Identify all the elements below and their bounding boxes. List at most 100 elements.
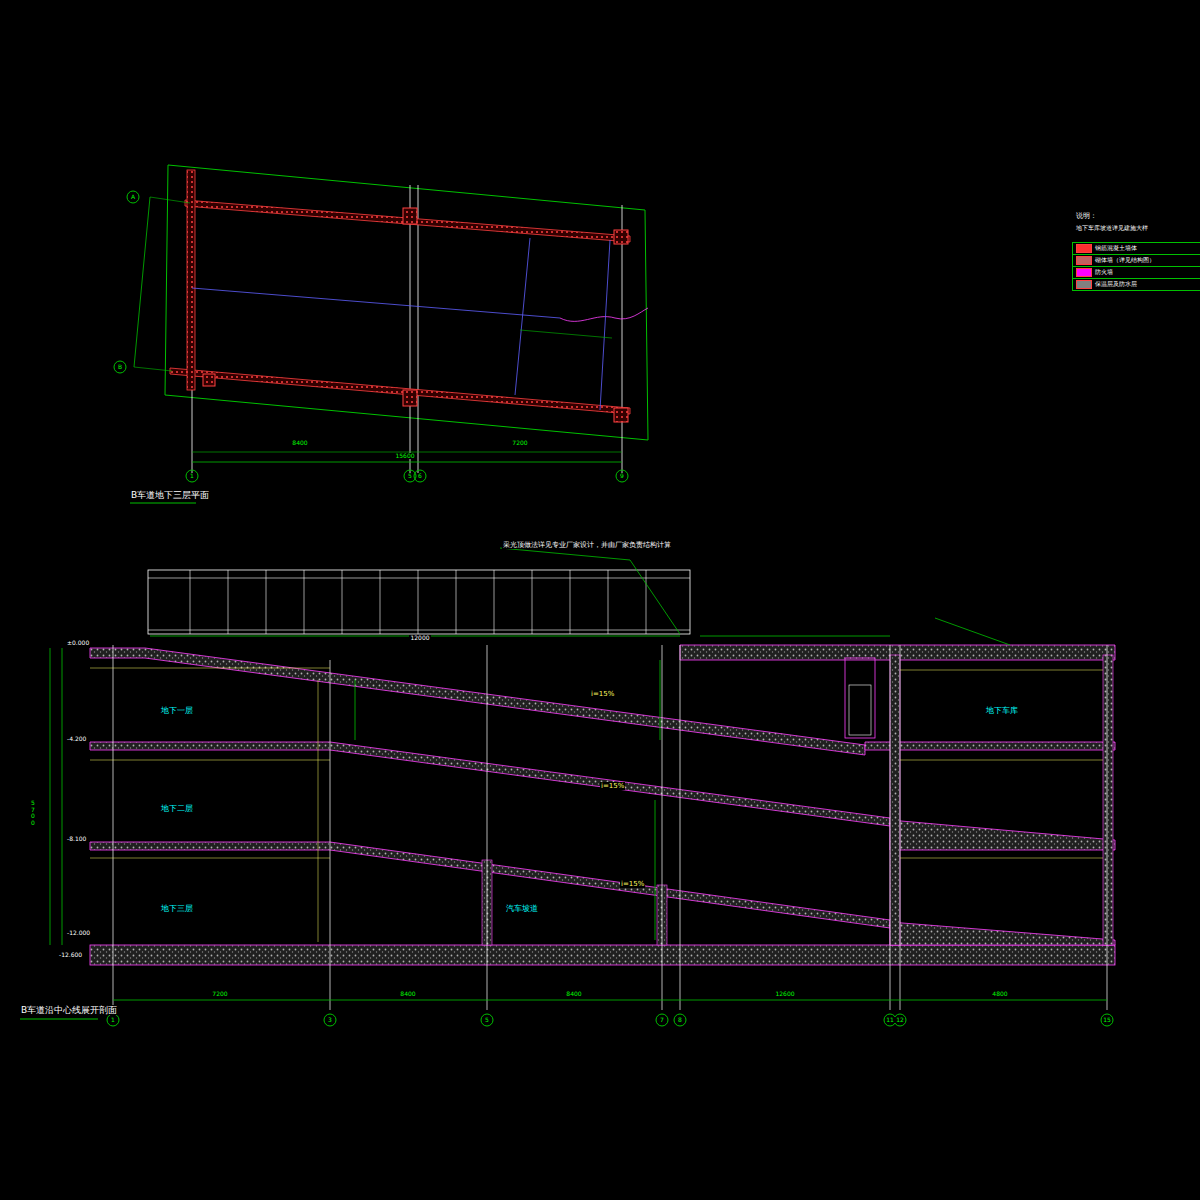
view-title: B车道沿中心线展开剖面: [20, 1005, 118, 1015]
line-shape: [134, 367, 172, 371]
line-shape: [266, 570, 267, 634]
circle-shape: [656, 1014, 668, 1026]
view-title: B车道地下三层平面: [130, 490, 210, 500]
legend-swatch: [1076, 280, 1092, 289]
line-shape: [532, 570, 533, 634]
line-shape: [700, 636, 890, 637]
line-shape: [90, 858, 330, 859]
line-shape: [90, 760, 330, 761]
rect-shape: [1103, 655, 1113, 945]
line-shape: [190, 570, 191, 634]
line-shape: [900, 760, 1103, 761]
room-name: 地下三层: [160, 904, 194, 913]
polygon-shape: [890, 820, 1115, 850]
g-shape: [190, 570, 646, 634]
elevation: -8.100: [66, 836, 87, 843]
line-shape: [62, 648, 63, 945]
dimension: 7200: [211, 991, 228, 998]
line-shape: [90, 668, 330, 669]
circle-shape: [1101, 1014, 1113, 1026]
line-shape: [456, 570, 457, 634]
axis-number: 6: [417, 473, 423, 480]
rect-shape: [148, 570, 690, 634]
axis-number: A: [130, 194, 136, 201]
circle-shape: [481, 1014, 493, 1026]
line-shape: [342, 570, 343, 634]
axis-number: 8: [677, 1017, 683, 1024]
circle-shape: [127, 191, 139, 203]
line-shape: [130, 502, 196, 503]
note-text: 采光顶做法详见专业厂家设计，并由厂家负责结构计算: [502, 541, 672, 549]
line-shape: [487, 645, 488, 1010]
legend-text: 钢筋混凝土墙体: [1095, 244, 1137, 253]
rect-shape: [890, 655, 900, 945]
legend-table: 钢筋混凝土墙体砌体墙（详见结构图） 防火墙保温层及防水层: [1072, 242, 1200, 291]
elevation: -12.600: [58, 952, 83, 959]
line-shape: [134, 197, 150, 367]
line-shape: [900, 645, 901, 1010]
slope-mark: i=15%: [600, 782, 625, 790]
axis-number: 7: [659, 1017, 665, 1024]
axis-number: B: [117, 364, 123, 371]
line-shape: [900, 670, 1103, 671]
circle-shape: [414, 470, 426, 482]
dimension: 12600: [774, 991, 795, 998]
dimension: 15600: [394, 453, 415, 460]
legend-swatch: [1076, 244, 1092, 253]
circle-shape: [114, 361, 126, 373]
line-shape: [192, 288, 560, 318]
line-shape: [50, 648, 51, 945]
axis-number: 9: [619, 473, 625, 480]
slope-mark: i=15%: [590, 690, 615, 698]
dimension: 8400: [399, 991, 416, 998]
legend-swatch: [1076, 268, 1092, 277]
axis-number: 5: [484, 1017, 490, 1024]
line-shape: [520, 330, 612, 338]
polygon-shape: [165, 165, 648, 440]
plan-view: [114, 165, 648, 503]
line-shape: [113, 1000, 1107, 1001]
line-shape: [515, 238, 530, 395]
path-shape: [935, 618, 1010, 645]
room-name: 汽车坡道: [505, 904, 539, 913]
rect-shape: [845, 658, 875, 738]
polygon-shape: [90, 648, 865, 755]
line-shape: [150, 197, 190, 203]
axis-number: 5: [407, 473, 413, 480]
g-shape: [113, 645, 1107, 1010]
legend-text: 保温层及防水层: [1095, 280, 1137, 289]
polygon-shape: [90, 742, 890, 826]
line-shape: [660, 660, 661, 740]
line-shape: [608, 570, 609, 634]
line-shape: [380, 570, 381, 634]
legend-text: 防火墙: [1095, 268, 1113, 277]
legend-text: 砌体墙（详见结构图）: [1095, 256, 1155, 265]
room-name: 地下二层: [160, 804, 194, 813]
rect-shape: [614, 230, 628, 244]
line-shape: [1107, 645, 1108, 1010]
g-shape: [90, 668, 1103, 942]
dimension: 5700: [30, 800, 38, 826]
line-shape: [330, 660, 331, 1010]
legend-row: 钢筋混凝土墙体: [1073, 243, 1200, 254]
line-shape: [318, 680, 319, 942]
polygon-shape: [865, 742, 1115, 750]
axis-number: 11: [885, 1017, 895, 1024]
path-shape: [500, 548, 680, 634]
note-text: 地下车库坡道详见建施大样: [1075, 225, 1149, 232]
polygon-shape: [185, 200, 630, 242]
rect-shape: [403, 390, 417, 406]
line-shape: [148, 578, 690, 579]
line-shape: [228, 570, 229, 634]
circle-shape: [186, 470, 198, 482]
dimension: 12000: [409, 635, 430, 642]
axis-number: 1: [110, 1017, 116, 1024]
room-name: 地下车库: [985, 706, 1019, 715]
line-shape: [680, 645, 681, 1010]
rect-shape: [203, 374, 215, 386]
dimension: 7200: [511, 440, 528, 447]
axis-number: 1: [189, 473, 195, 480]
dimension: 8400: [565, 991, 582, 998]
path-shape: [560, 308, 648, 321]
